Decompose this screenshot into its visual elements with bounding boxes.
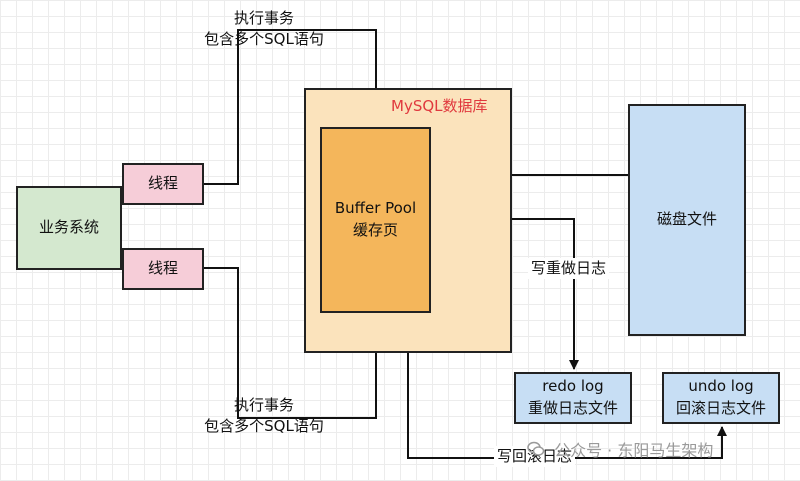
bottom-transaction-line2: 包含多个SQL语句 [204,417,324,435]
bottom-transaction-line1: 执行事务 [233,396,294,414]
edge-bottom-thread-to-pool [204,267,381,419]
thread-box-top: 线程 [122,163,204,205]
thread-label-bottom: 线程 [147,259,178,278]
mysql-database-title: MySQL数据库 [391,97,488,115]
watermark: 公众号 · 东阳马生架构 [527,437,713,461]
undo-log-box: undo log 回滚日志文件 [662,372,780,424]
watermark-text: 公众号 · 东阳马生架构 [554,441,714,460]
edge-mysql-to-redo [512,218,579,370]
undo-log-sublabel: 回滚日志文件 [675,399,766,417]
bottom-transaction-label: 执行事务 包含多个SQL语句 [184,395,344,437]
redo-log-box: redo log 重做日志文件 [514,372,632,424]
buffer-pool-label: Buffer Pool [334,199,417,218]
disk-file-label: 磁盘文件 [656,210,717,229]
business-system-box: 业务系统 [16,186,122,270]
thread-label-top: 线程 [147,174,178,193]
wechat-icon [527,441,545,456]
business-system-label: 业务系统 [38,218,99,237]
redo-log-label: redo log [542,377,604,396]
top-transaction-label: 执行事务 包含多个SQL语句 [184,8,344,50]
edge-top-thread-to-pool [204,29,381,185]
buffer-pool-sublabel: 缓存页 [352,221,398,239]
redo-log-sublabel: 重做日志文件 [527,399,618,417]
disk-file-box: 磁盘文件 [628,104,746,336]
thread-box-bottom: 线程 [122,248,204,290]
top-transaction-line1: 执行事务 [233,9,294,27]
write-redo-label: 写重做日志 [528,258,610,279]
buffer-pool-box: Buffer Pool 缓存页 [320,127,431,313]
top-transaction-line2: 包含多个SQL语句 [204,30,324,48]
undo-log-label: undo log [688,377,754,396]
write-undo-label: 写回滚日志 [494,446,576,467]
